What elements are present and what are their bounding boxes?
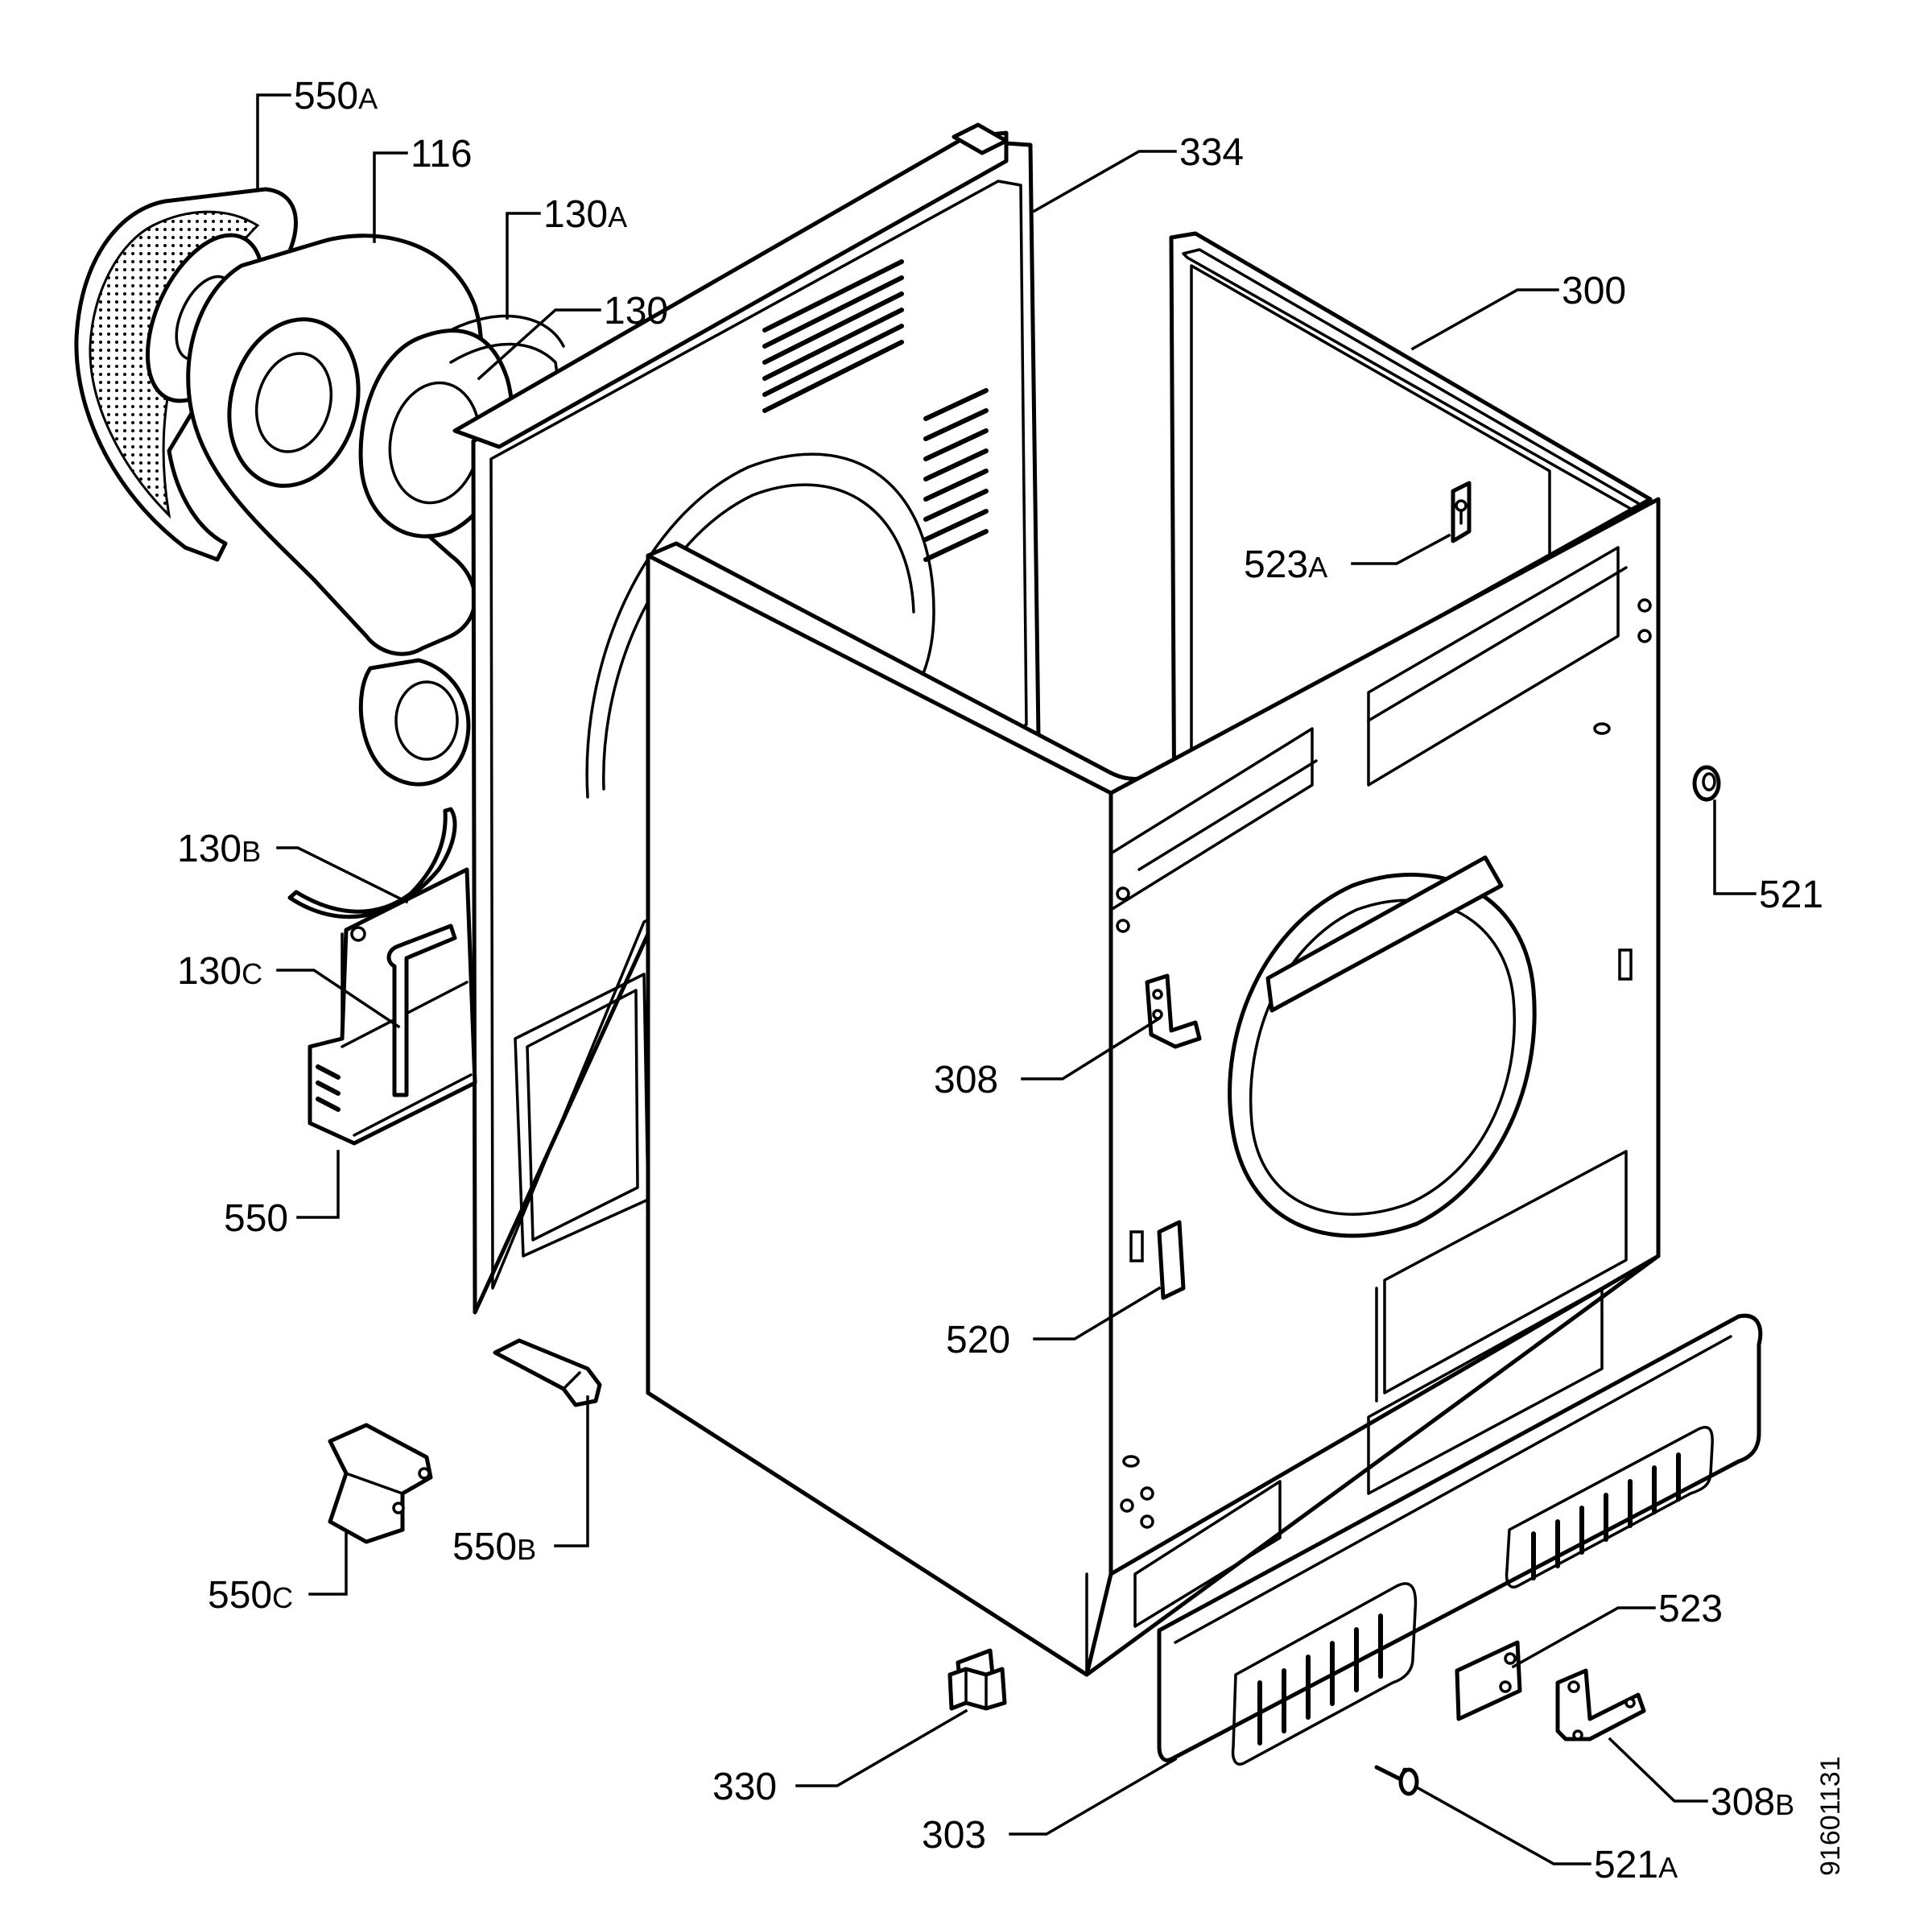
label-521a: 521A bbox=[1594, 1844, 1678, 1886]
leader-300 bbox=[1410, 288, 1559, 351]
part-521-grommet bbox=[1692, 765, 1721, 802]
label-308: 308 bbox=[934, 1059, 998, 1101]
label-130c: 130C bbox=[177, 950, 262, 993]
leader-lines bbox=[256, 93, 1757, 1865]
leader-303 bbox=[1009, 1757, 1178, 1836]
part-523-plate bbox=[1455, 1640, 1522, 1721]
part-520-catch bbox=[1157, 1220, 1186, 1300]
label-521: 521 bbox=[1759, 874, 1823, 916]
part-300-cabinet bbox=[646, 231, 1661, 1677]
leader-521a bbox=[1414, 1785, 1591, 1865]
part-130c-clip bbox=[386, 923, 457, 1097]
label-520: 520 bbox=[946, 1319, 1010, 1361]
label-334: 334 bbox=[1179, 131, 1244, 174]
leader-330 bbox=[795, 1708, 968, 1787]
part-116-fan-housing bbox=[186, 233, 484, 787]
part-labels: 550A 116 130A 130 334 300 523A 521 130B … bbox=[177, 75, 1823, 1886]
part-308b-bracket bbox=[1555, 1668, 1646, 1741]
leader-521 bbox=[1713, 799, 1757, 895]
leader-550c bbox=[308, 1532, 348, 1596]
drawing-code: 91601131 bbox=[1815, 1756, 1846, 1876]
part-330-foot bbox=[947, 1648, 1007, 1711]
leader-523a bbox=[1351, 533, 1451, 565]
part-130-seal bbox=[449, 342, 565, 420]
leader-308b bbox=[1608, 1737, 1708, 1803]
leader-550b bbox=[554, 1395, 589, 1547]
label-303: 303 bbox=[922, 1814, 986, 1857]
label-523: 523 bbox=[1658, 1588, 1723, 1630]
part-303-plinth bbox=[1157, 1313, 1763, 1766]
leader-130 bbox=[477, 308, 601, 381]
leader-523 bbox=[1511, 1606, 1656, 1669]
label-330: 330 bbox=[712, 1766, 777, 1808]
label-130b: 130B bbox=[177, 828, 261, 870]
label-130a: 130A bbox=[543, 193, 627, 236]
label-523a: 523A bbox=[1244, 543, 1327, 586]
leader-116 bbox=[373, 151, 408, 243]
part-550c-bracket bbox=[328, 1423, 433, 1544]
label-300: 300 bbox=[1562, 270, 1626, 312]
part-550b-bracket bbox=[493, 1338, 602, 1407]
leader-550 bbox=[296, 1150, 340, 1219]
leader-130b bbox=[276, 846, 409, 904]
leader-130a bbox=[506, 212, 541, 320]
part-521a-screw bbox=[1374, 1765, 1419, 1796]
label-550a: 550A bbox=[294, 75, 378, 118]
label-550: 550 bbox=[224, 1197, 288, 1240]
leader-520 bbox=[1033, 1286, 1162, 1341]
label-308b: 308B bbox=[1711, 1781, 1794, 1824]
label-550b: 550B bbox=[452, 1526, 536, 1568]
part-523a-keyhole-bracket bbox=[1451, 481, 1472, 543]
label-116: 116 bbox=[411, 133, 473, 176]
label-130: 130 bbox=[604, 290, 668, 333]
leader-308 bbox=[1021, 1016, 1162, 1080]
leader-130c bbox=[276, 969, 401, 1029]
leader-550a bbox=[256, 93, 291, 191]
label-550c: 550C bbox=[208, 1574, 293, 1617]
part-308-bracket bbox=[1145, 973, 1202, 1049]
cabinet-mounting-holes bbox=[1116, 598, 1652, 1529]
leader-334 bbox=[1032, 150, 1177, 213]
